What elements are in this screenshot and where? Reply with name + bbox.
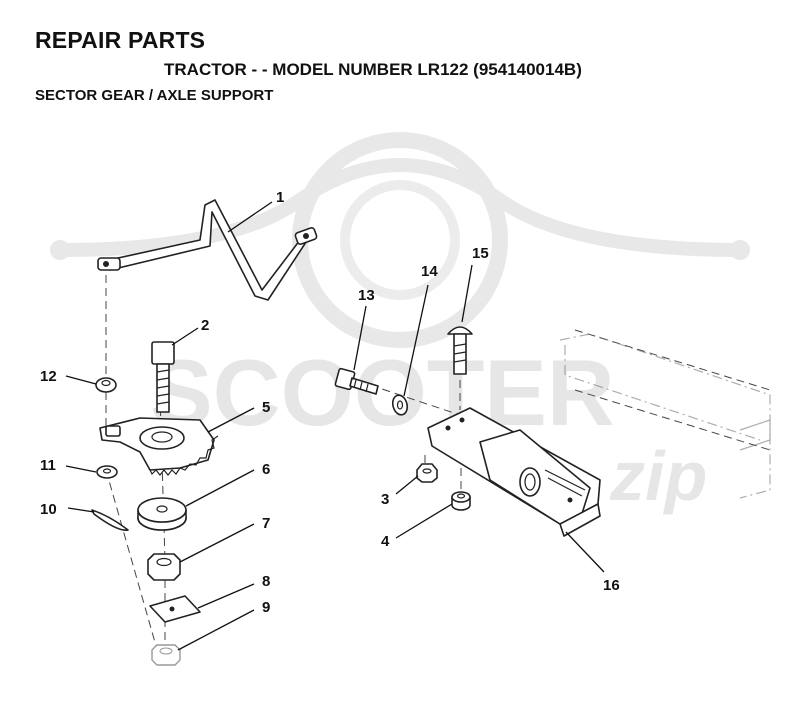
cotter-pin-part [91, 509, 129, 531]
sector-gear-part [99, 417, 219, 476]
hex-bolt-part [151, 341, 175, 413]
hex-nut-part [147, 553, 181, 581]
callout-labels: 1 2 3 4 5 6 7 8 9 10 11 12 13 14 15 16 [40, 189, 620, 616]
callout-11: 11 [40, 457, 56, 474]
callout-16: 16 [603, 577, 620, 594]
callout-13: 13 [358, 287, 375, 304]
watermark-logo: SCOOTER zip [50, 132, 750, 515]
carriage-bolt-part [334, 367, 379, 395]
model-number-heading: TRACTOR - - MODEL NUMBER LR122 (95414001… [164, 60, 582, 79]
page-title: REPAIR PARTS [35, 27, 206, 53]
callout-9: 9 [262, 599, 270, 616]
callout-6: 6 [262, 461, 270, 478]
washer-part [96, 465, 118, 479]
flange-nut-part [95, 377, 117, 393]
callout-5: 5 [262, 399, 270, 416]
shoulder-bolt-part [447, 326, 473, 375]
section-heading: SECTOR GEAR / AXLE SUPPORT [35, 87, 274, 104]
spacer-part [137, 497, 187, 531]
callout-10: 10 [40, 501, 57, 518]
callout-8: 8 [262, 573, 270, 590]
lock-nut-part [151, 644, 181, 666]
bushing-part [451, 491, 471, 511]
callout-12: 12 [40, 368, 57, 385]
drag-link-part [97, 199, 318, 301]
flat-washer-part [391, 394, 409, 416]
bracket-clip-part [149, 595, 201, 623]
callout-4: 4 [381, 533, 390, 550]
callout-2: 2 [201, 317, 209, 334]
callout-1: 1 [276, 189, 284, 206]
frame-outline [559, 333, 771, 499]
callout-15: 15 [472, 245, 489, 262]
watermark-suffix: zip [609, 437, 707, 515]
callout-14: 14 [421, 263, 438, 280]
callout-7: 7 [262, 515, 270, 532]
axle-support-bracket-part [427, 407, 601, 537]
small-nut-part [416, 463, 438, 483]
watermark-text: SCOOTER [150, 340, 615, 445]
callout-3: 3 [381, 491, 389, 508]
leader-lines [65, 201, 605, 651]
